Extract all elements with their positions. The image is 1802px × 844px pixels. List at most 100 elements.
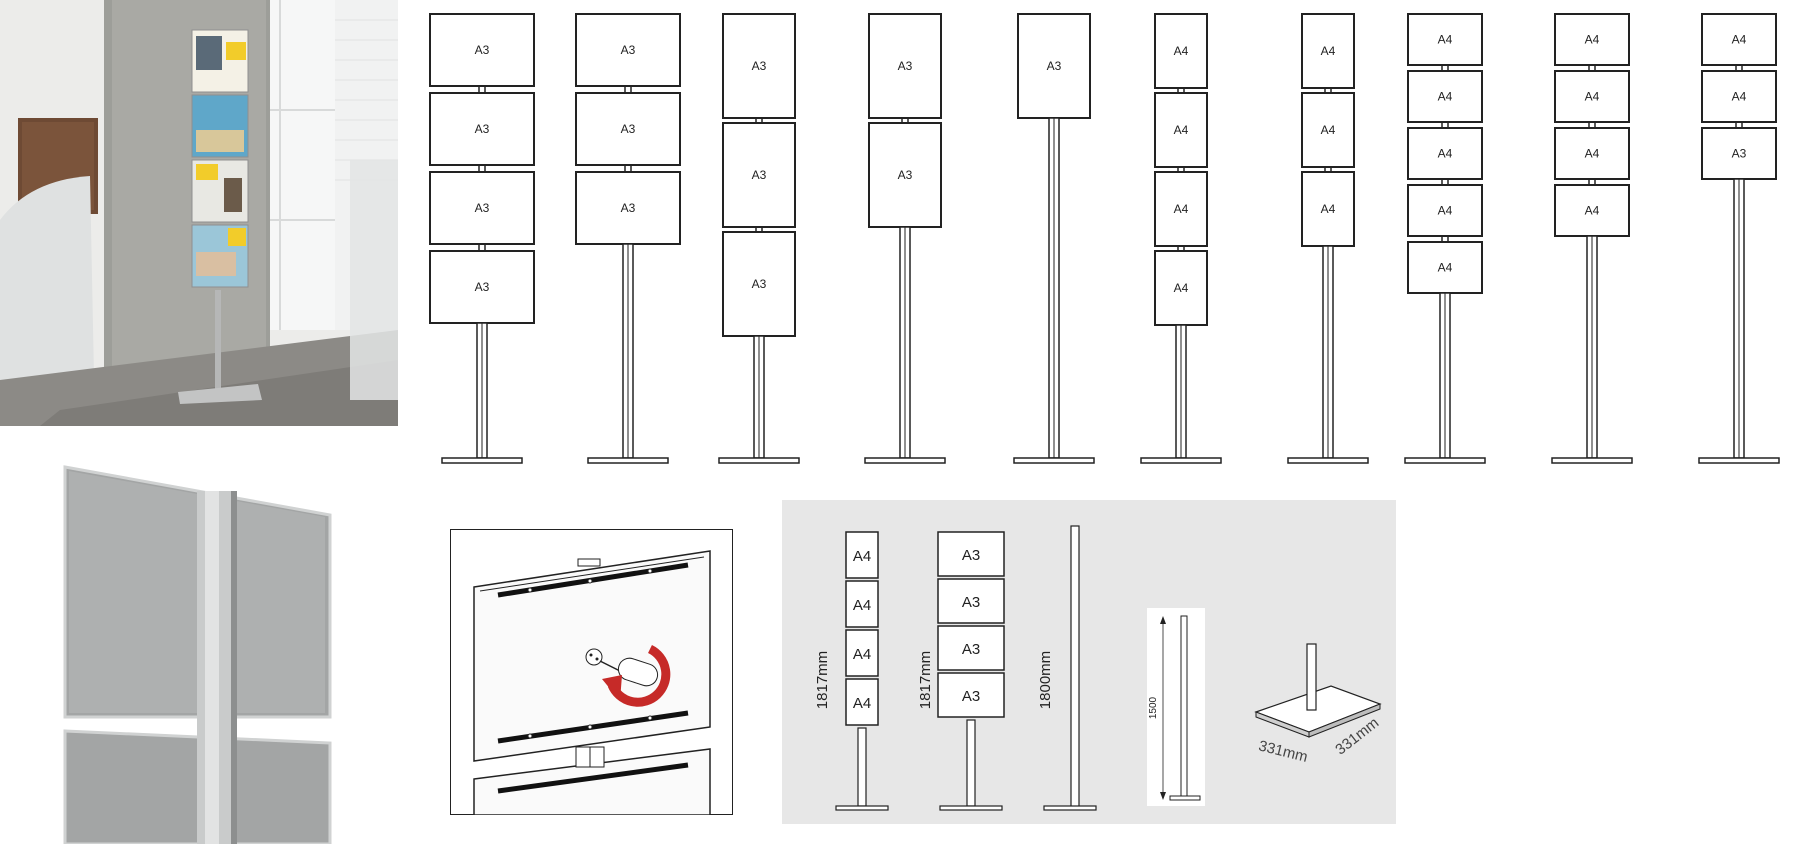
panel-size-label: A3 <box>752 168 767 182</box>
panel-size-label: A3 <box>962 594 980 611</box>
panel <box>575 92 681 166</box>
panel-size-label: A4 <box>1174 123 1189 137</box>
panel-size-label: A4 <box>1438 261 1453 275</box>
panel <box>429 171 535 245</box>
panel-size-label: A3 <box>475 122 490 136</box>
panel <box>868 122 942 228</box>
panel <box>868 13 942 119</box>
arrow-head <box>1160 616 1166 624</box>
panel-size-label: A4 <box>853 548 871 565</box>
panel-size-label: A3 <box>898 59 913 73</box>
panel-size-label: A3 <box>475 43 490 57</box>
panel <box>722 231 796 337</box>
height-label: 1500 <box>1148 696 1159 719</box>
base-plate <box>587 457 669 464</box>
panel-size-label: A4 <box>1321 202 1336 216</box>
base-plate <box>864 457 946 464</box>
office-photo <box>0 0 398 426</box>
panel-size-label: A4 <box>853 646 871 663</box>
panel <box>845 629 879 677</box>
base-plate <box>1551 457 1633 464</box>
pole <box>1180 615 1188 799</box>
pole <box>1306 643 1317 711</box>
panel <box>1554 13 1630 66</box>
base-plate <box>718 457 800 464</box>
panel <box>1701 127 1777 180</box>
panel-size-label: A3 <box>621 43 636 57</box>
panel-size-label: A4 <box>1585 147 1600 161</box>
panel <box>1701 13 1777 66</box>
base-plate <box>835 805 889 811</box>
panel <box>575 13 681 87</box>
base-plate <box>1287 457 1369 464</box>
panel-size-label: A4 <box>1438 147 1453 161</box>
panel-size-label: A4 <box>1174 202 1189 216</box>
panel-size-label: A4 <box>1438 90 1453 104</box>
panel <box>1301 92 1355 168</box>
stand-configurations: A3A3A3A3A3A3A3A3A3A3A3A3A3A4A4A4A4A4A4A4… <box>429 13 1780 464</box>
panel <box>1554 127 1630 180</box>
height-label: 1817mm <box>814 651 831 709</box>
panel-size-label: A4 <box>1732 33 1747 47</box>
base-plate <box>1013 457 1095 464</box>
panel-size-label: A4 <box>1585 33 1600 47</box>
panel <box>1301 13 1355 89</box>
panel-size-label: A4 <box>1174 44 1189 58</box>
panel <box>722 122 796 228</box>
panel <box>1407 70 1483 123</box>
panel-size-label: A3 <box>621 201 636 215</box>
panel-size-label: A4 <box>853 597 871 614</box>
base-plate <box>1698 457 1780 464</box>
bare-pole: 1800mm <box>1037 525 1097 811</box>
panel <box>845 531 879 579</box>
panel <box>1554 70 1630 123</box>
panel-size-label: A3 <box>962 688 980 705</box>
panel <box>429 92 535 166</box>
mounting-detail <box>450 529 733 815</box>
panel-size-label: A3 <box>621 122 636 136</box>
panel-size-label: A4 <box>1585 90 1600 104</box>
panel-size-label: A3 <box>1047 59 1062 73</box>
panel-size-label: A4 <box>1321 44 1336 58</box>
base-plate <box>939 805 1003 811</box>
panel <box>1154 92 1208 168</box>
base-plate <box>441 457 523 464</box>
panel <box>1554 184 1630 237</box>
base-plate <box>1404 457 1486 464</box>
panel <box>845 580 879 628</box>
panel <box>1407 241 1483 294</box>
panel <box>845 678 879 726</box>
panel <box>937 578 1005 624</box>
panel-size-label: A4 <box>1438 33 1453 47</box>
panel-size-label: A3 <box>752 59 767 73</box>
base-plate-edge <box>1308 703 1381 738</box>
panel-closeup-photo <box>55 455 335 844</box>
panel-size-label: A4 <box>1732 90 1747 104</box>
panel-size-label: A4 <box>1585 204 1600 218</box>
panel <box>1017 13 1091 119</box>
panel-size-label: A4 <box>1321 123 1336 137</box>
arrow-head <box>1160 792 1166 800</box>
panel-size-label: A3 <box>752 277 767 291</box>
spec-panel <box>782 500 1396 824</box>
height-label: 1817mm <box>917 651 934 709</box>
panel <box>1407 127 1483 180</box>
base-plate <box>1169 795 1201 801</box>
base-width-label: 331mm <box>1257 737 1310 766</box>
pole <box>1070 525 1080 809</box>
panel <box>575 171 681 245</box>
stand-config: A3 <box>1013 13 1095 464</box>
base-plate <box>1140 457 1222 464</box>
panel <box>722 13 796 119</box>
panel <box>937 625 1005 671</box>
